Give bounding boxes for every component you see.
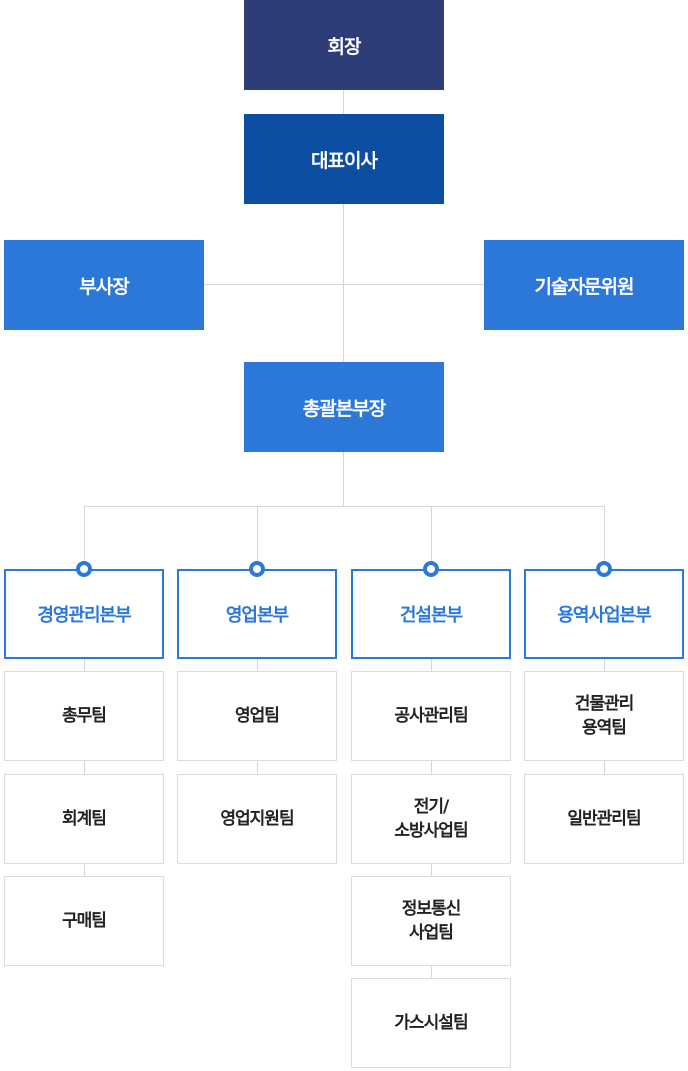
connector-division-3 [431,506,432,569]
division-management: 경영관리본부 [4,569,164,659]
ceo-box: 대표이사 [244,114,444,204]
division-construction: 건설본부 [351,569,511,659]
connector-spine [343,89,344,506]
general-head-box: 총괄본부장 [244,362,444,452]
team-box: 총무팀 [4,671,164,761]
connector-division-4 [604,506,605,569]
connector-division-2 [257,506,258,569]
connector-dot [76,561,92,577]
connector-dot [423,561,439,577]
vice-president-box: 부사장 [4,240,204,330]
connector-vp-advisory [204,284,484,285]
team-box: 정보통신 사업팀 [351,876,511,966]
connector-divisions-bar [84,506,605,507]
team-box: 영업팀 [177,671,337,761]
tech-advisory-box: 기술자문위원 [484,240,684,330]
team-box: 영업지원팀 [177,774,337,864]
division-sales: 영업본부 [177,569,337,659]
team-box: 구매팀 [4,876,164,966]
division-services: 용역사업본부 [524,569,684,659]
chairman-box: 회장 [244,0,444,90]
team-box: 회계팀 [4,774,164,864]
team-box: 일반관리팀 [524,774,684,864]
team-box: 공사관리팀 [351,671,511,761]
connector-dot [596,561,612,577]
connector-dot [249,561,265,577]
team-box: 가스시설팀 [351,978,511,1068]
team-box: 전기/ 소방사업팀 [351,774,511,864]
connector-division-1 [84,506,85,569]
team-box: 건물관리 용역팀 [524,671,684,761]
